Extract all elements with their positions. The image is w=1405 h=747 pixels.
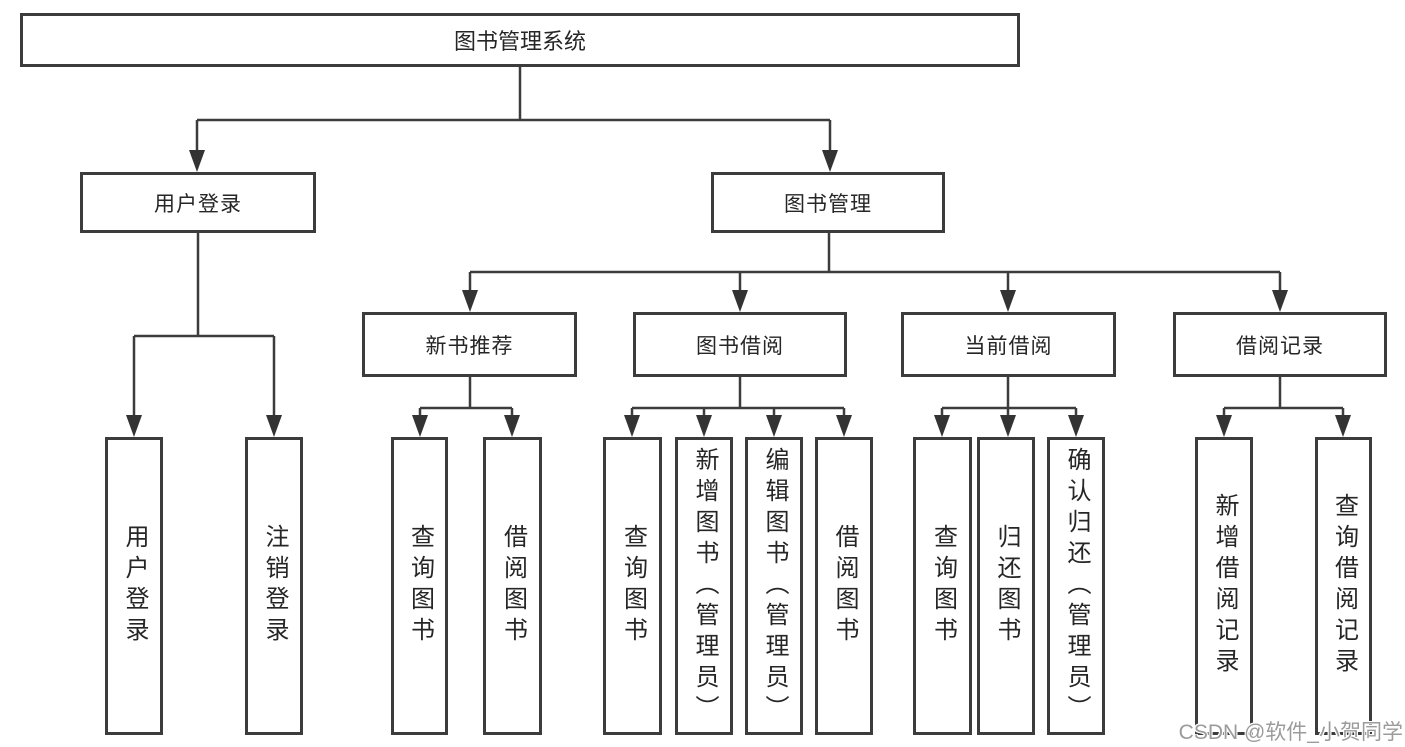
leaf-borrow-add-book-admin-label: 新增图书（管理员） (691, 446, 718, 726)
leaf-current-query-book: 查询图书 (913, 437, 972, 735)
leaf-current-query-book-label: 查询图书 (929, 524, 957, 648)
leaf-borrow-borrow-book-label: 借阅图书 (831, 524, 858, 648)
leaf-logout-label: 注销登录 (261, 524, 288, 648)
leaf-newbook-borrow-book-label: 借阅图书 (499, 524, 527, 648)
leaf-borrow-edit-book-admin-label: 编辑图书（管理员） (761, 446, 788, 726)
leaf-user-login-label: 用户登录 (121, 524, 148, 648)
leaf-records-query-record-label: 查询借阅记录 (1330, 493, 1358, 679)
node-book-borrow: 图书借阅 (633, 312, 847, 377)
leaf-current-return-book: 归还图书 (977, 437, 1035, 735)
watermark: CSDN @软件_小贺同学 (1178, 721, 1403, 744)
node-current-borrow: 当前借阅 (901, 312, 1116, 377)
leaf-records-add-record-label: 新增借阅记录 (1211, 493, 1238, 679)
leaf-newbook-borrow-book: 借阅图书 (483, 437, 542, 735)
node-new-book-recommend: 新书推荐 (362, 312, 577, 377)
leaf-logout: 注销登录 (245, 437, 303, 735)
leaf-newbook-query-book: 查询图书 (391, 437, 448, 735)
leaf-current-confirm-return-admin: 确认归还（管理员） (1047, 437, 1105, 735)
node-root: 图书管理系统 (20, 13, 1020, 67)
leaf-borrow-add-book-admin: 新增图书（管理员） (675, 437, 733, 735)
leaf-borrow-query-book-label: 查询图书 (619, 524, 647, 648)
leaf-records-add-record: 新增借阅记录 (1195, 437, 1253, 735)
leaf-user-login: 用户登录 (105, 437, 163, 735)
leaf-borrow-query-book: 查询图书 (603, 437, 662, 735)
leaf-current-return-book-label: 归还图书 (993, 524, 1020, 648)
leaf-current-confirm-return-admin-label: 确认归还（管理员） (1063, 446, 1090, 726)
node-book-management: 图书管理 (711, 172, 945, 233)
node-user-login: 用户登录 (80, 172, 316, 233)
leaf-borrow-borrow-book: 借阅图书 (815, 437, 873, 735)
leaf-records-query-record: 查询借阅记录 (1315, 437, 1372, 735)
node-borrow-records: 借阅记录 (1173, 312, 1387, 377)
leaf-newbook-query-book-label: 查询图书 (406, 524, 434, 648)
leaf-borrow-edit-book-admin: 编辑图书（管理员） (745, 437, 803, 735)
